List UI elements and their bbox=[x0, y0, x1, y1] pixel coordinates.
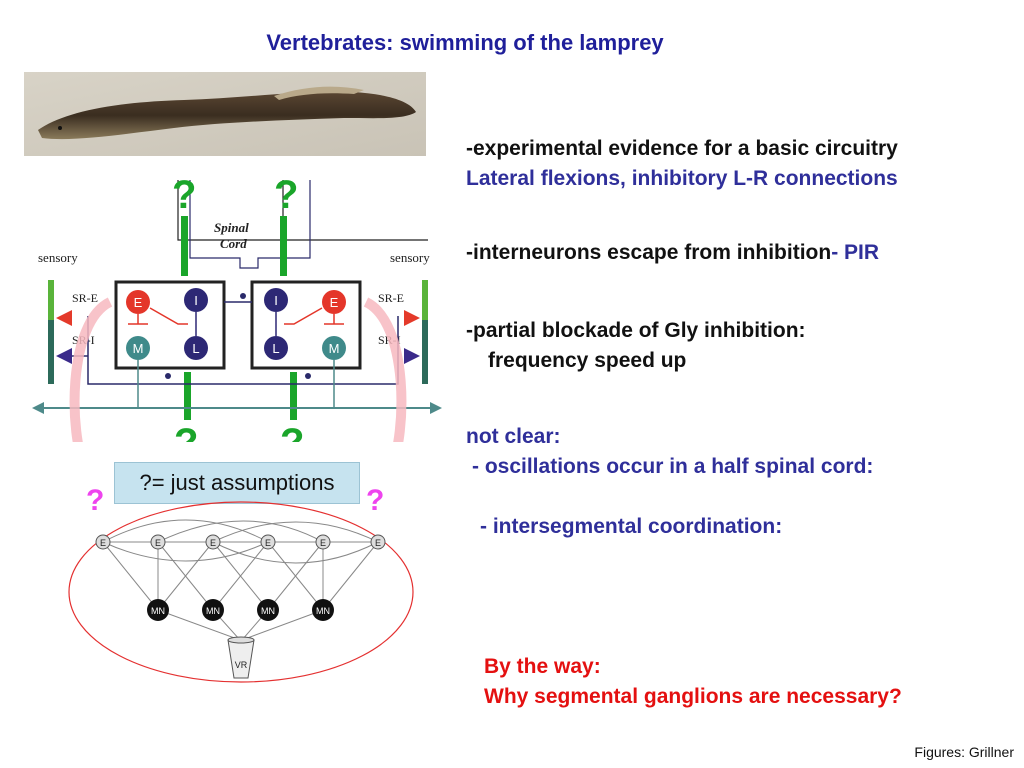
neuron-e-left: E bbox=[134, 295, 143, 310]
bullet-2: -interneurons escape from inhibition- PI… bbox=[466, 238, 879, 268]
network-mn-node: MN bbox=[151, 606, 165, 616]
bullet-3-line-2: frequency speed up bbox=[488, 349, 687, 372]
not-clear-title: not clear: bbox=[466, 425, 561, 448]
cord-label: Cord bbox=[220, 236, 247, 251]
lamprey-photo bbox=[24, 72, 426, 156]
question-mark-top-right: ? bbox=[274, 173, 298, 217]
network-mn-node: MN bbox=[316, 606, 330, 616]
slide-title: Vertebrates: swimming of the lamprey bbox=[266, 30, 664, 55]
neuron-i-left: I bbox=[194, 293, 198, 308]
segmental-network-diagram: E E E E E E MN MN MN MN VR bbox=[68, 501, 414, 683]
question-mark-pink-right: ? bbox=[366, 484, 385, 517]
network-mn-node: MN bbox=[261, 606, 275, 616]
sr-e-left: SR-E bbox=[72, 291, 98, 305]
network-e-node: E bbox=[155, 538, 161, 548]
neuron-e-right: E bbox=[330, 295, 339, 310]
neuron-l-right: L bbox=[272, 341, 279, 356]
question-mark-top-left: ? bbox=[172, 173, 196, 217]
bullet-2-accent: - PIR bbox=[831, 241, 880, 264]
not-clear-item-2: - intersegmental coordination: bbox=[480, 515, 783, 538]
question-mark-bottom-right: ? bbox=[280, 421, 304, 442]
neuron-i-right: I bbox=[274, 293, 278, 308]
by-the-way-title: By the way: bbox=[484, 655, 601, 678]
spinal-cord-circuit-diagram: Spinal Cord ? ? ? ? sensory sensory SR-E… bbox=[32, 173, 442, 442]
bullet-1-line-1: -experimental evidence for a basic circu… bbox=[466, 137, 898, 160]
network-mn-node: MN bbox=[206, 606, 220, 616]
neuron-l-left: L bbox=[192, 341, 199, 356]
network-e-node: E bbox=[210, 538, 216, 548]
network-e-node: E bbox=[265, 538, 271, 548]
bullet-3-line-1: -partial blockade of Gly inhibition: bbox=[466, 319, 806, 342]
sensory-right-label: sensory bbox=[390, 250, 430, 265]
vr-label: VR bbox=[235, 660, 248, 670]
question-mark-bottom-left: ? bbox=[174, 421, 198, 442]
network-e-node: E bbox=[375, 538, 381, 548]
by-the-way-question: Why segmental ganglions are necessary? bbox=[484, 685, 902, 708]
figure-credit: Figures: Grillner bbox=[914, 744, 1014, 760]
neuron-m-left: M bbox=[133, 341, 144, 356]
network-e-node: E bbox=[100, 538, 106, 548]
spinal-label: Spinal bbox=[214, 220, 249, 235]
neuron-m-right: M bbox=[329, 341, 340, 356]
bullet-1-line-2: Lateral flexions, inhibitory L-R connect… bbox=[466, 167, 898, 190]
not-clear-item-1: - oscillations occur in a half spinal co… bbox=[472, 455, 874, 478]
assumption-box: ?= just assumptions bbox=[114, 462, 360, 504]
question-mark-pink-left: ? bbox=[86, 484, 105, 517]
sr-e-right: SR-E bbox=[378, 291, 404, 305]
sensory-left-label: sensory bbox=[38, 250, 78, 265]
network-e-node: E bbox=[320, 538, 326, 548]
bullet-2-main: -interneurons escape from inhibition bbox=[466, 241, 832, 264]
